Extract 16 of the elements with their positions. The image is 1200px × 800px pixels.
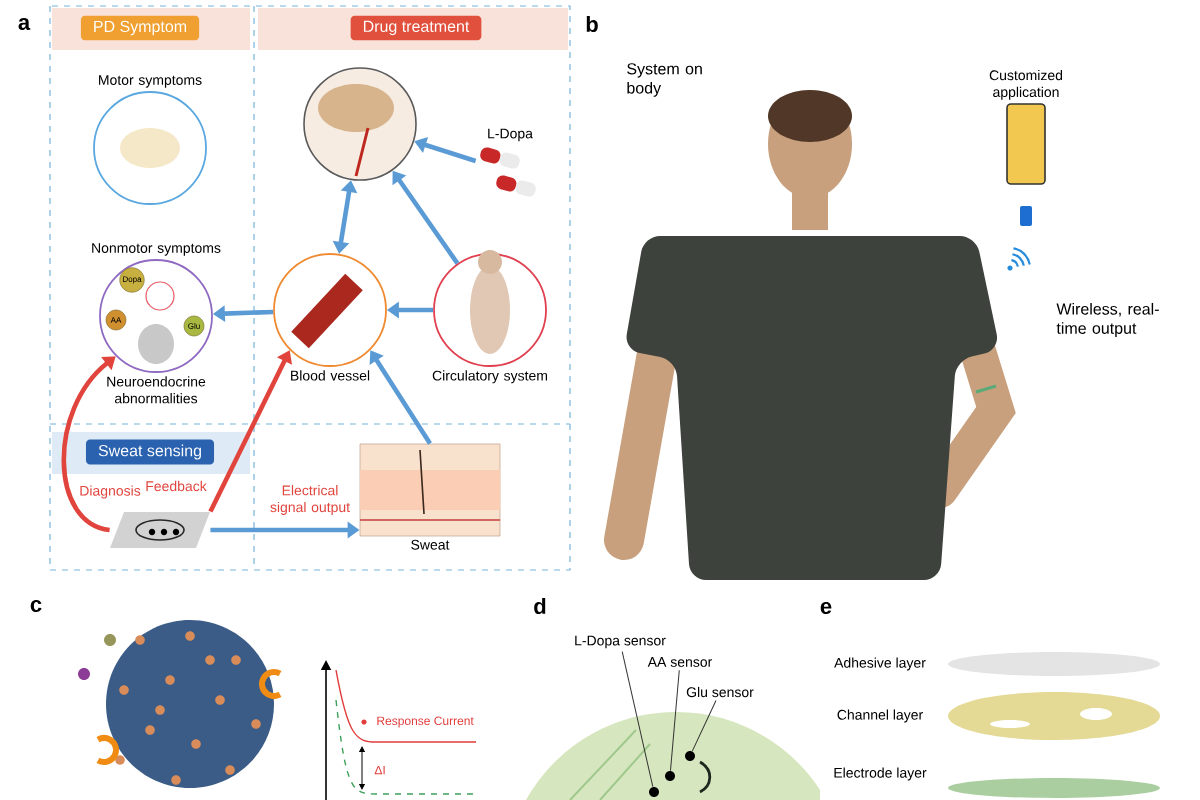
leader-line	[691, 700, 717, 752]
sensor-patch-drawing	[110, 512, 210, 548]
annotation: System on body	[627, 63, 702, 97]
leader-line	[670, 669, 680, 772]
arrow	[61, 356, 116, 533]
panel-letter: a	[18, 18, 31, 31]
leader-line	[621, 651, 654, 788]
section-header: Sweat sensing	[85, 439, 215, 465]
panel-letter: b	[586, 15, 598, 33]
section-header: Drug treatment	[350, 15, 482, 41]
section-header: PD Symptom	[80, 15, 200, 41]
head-drawing	[303, 67, 417, 181]
annotation: Wireless, real-time output	[1056, 302, 1159, 338]
panel-letter: d	[534, 597, 546, 615]
panel-letter: e	[820, 602, 832, 615]
panel-letter: c	[30, 600, 42, 613]
